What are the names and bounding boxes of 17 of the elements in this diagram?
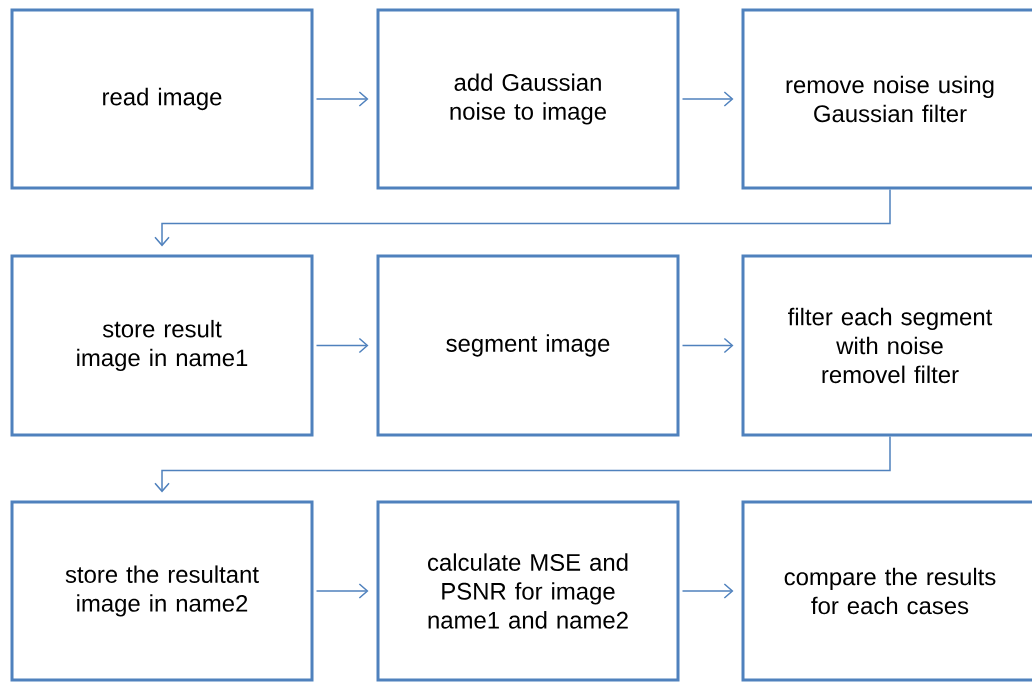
arrow [315,583,369,599]
arrow [681,337,734,354]
process-box: add Gaussian noise to image [376,8,680,190]
process-box: remove noise using Gaussian filter [741,8,1032,190]
process-box: read image [10,8,314,190]
arrow [681,583,734,599]
process-box: segment image [376,254,680,437]
arrow [154,435,891,493]
arrow [315,91,369,107]
arrow [681,91,734,107]
arrow [315,337,369,354]
process-box: calculate MSE and PSNR for image name1 and name2 [376,500,680,682]
process-box: store the resultant image in name2 [10,500,314,682]
process-box: store result image in name1 [10,254,314,437]
arrow [154,188,891,247]
process-box: filter each segment with noise removel filter [741,254,1032,437]
process-box: compare the results for each cases [741,500,1032,682]
